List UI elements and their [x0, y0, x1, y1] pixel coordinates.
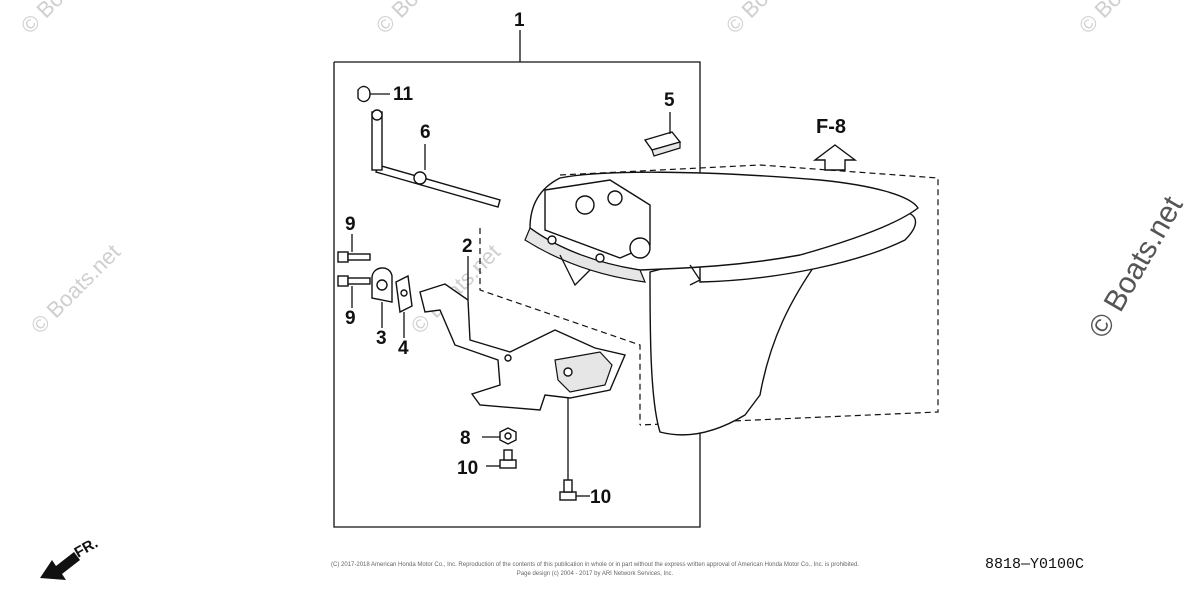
small-plate: [395, 274, 413, 338]
callout-9-lower: 9: [345, 308, 356, 329]
mount-hole-1: [575, 195, 595, 215]
nut: [482, 427, 517, 445]
mount-hole-2: [607, 190, 623, 206]
bolts-9: [337, 234, 371, 308]
callout-4: 4: [398, 338, 409, 359]
callout-9-upper: 9: [345, 214, 356, 235]
callout-2: 2: [462, 236, 473, 257]
watermark-right-edge: © Boats.net: [1082, 190, 1190, 343]
up-arrow-icon: [812, 144, 858, 171]
callout-11: 11: [393, 84, 414, 105]
mount-hole-4: [547, 235, 557, 245]
clamp: [371, 267, 393, 328]
bracket: [419, 256, 626, 411]
callout-8: 8: [460, 428, 471, 449]
mount-hole-5: [595, 253, 605, 263]
front-arrow-icon: [40, 552, 80, 580]
assembly-box: [333, 30, 701, 528]
callout-5: 5: [664, 90, 675, 111]
watermark-mid-left: © Boats.net: [26, 239, 125, 338]
shift-shaft: [371, 109, 501, 208]
watermark-top-mid: © Boats.net: [371, 0, 470, 39]
reference-label: F-8: [816, 116, 846, 138]
callout-10-right: 10: [590, 487, 611, 508]
plate: [643, 112, 682, 157]
copyright-line-2: Page design (c) 2004 - 2017 by ARI Netwo…: [517, 571, 674, 577]
callout-3: 3: [376, 328, 387, 349]
watermark-top-right: © Boats.net: [721, 0, 820, 39]
lower-case-outline: [479, 164, 939, 426]
watermark-group: © Boats.net © Boats.net © Boats.net © Bo…: [16, 0, 1190, 344]
clip: [357, 85, 390, 103]
watermark-top-left: © Boats.net: [16, 0, 115, 39]
extension-case: [524, 171, 919, 436]
callout-1: 1: [514, 10, 525, 31]
mount-hole-3: [629, 237, 651, 259]
bolts-10: [486, 398, 590, 501]
watermark-top-far-right: © Boats.net: [1074, 0, 1173, 39]
callout-10-left: 10: [457, 458, 478, 479]
copyright-line-1: (C) 2017-2018 American Honda Motor Co., …: [331, 562, 859, 568]
callout-6: 6: [420, 122, 431, 143]
diagram-code: 8818—Y0100C: [985, 556, 1084, 573]
